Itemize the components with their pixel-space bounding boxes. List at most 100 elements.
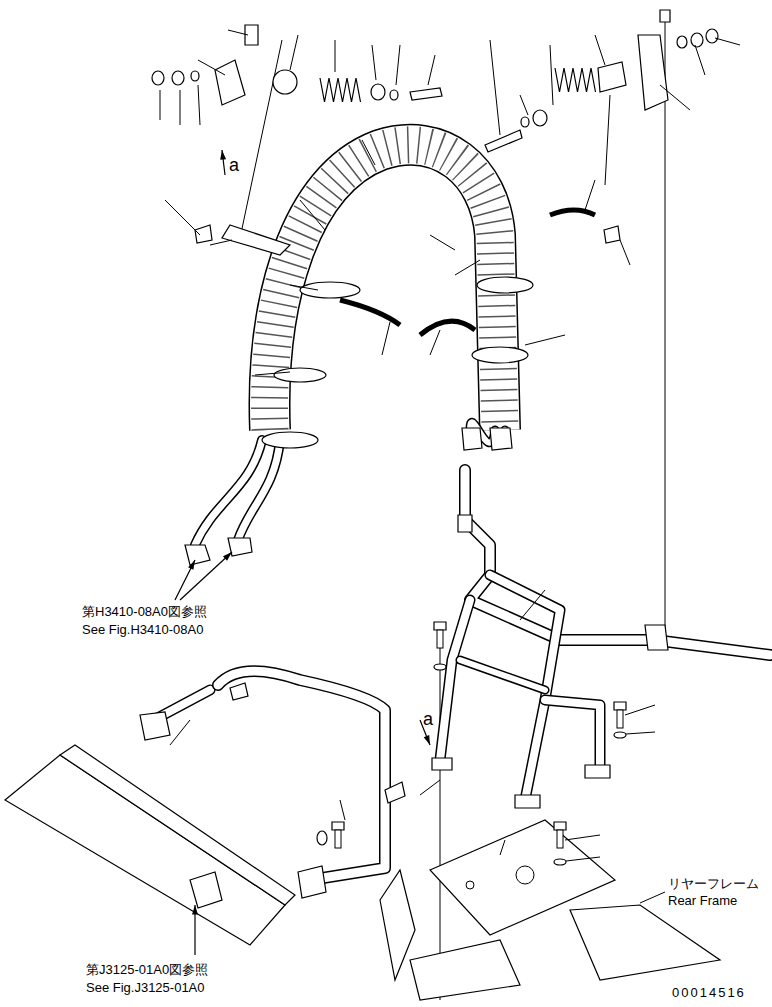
hose	[270, 145, 500, 430]
rear-frame	[570, 905, 720, 980]
arrow-head	[192, 905, 198, 915]
leader-line	[228, 30, 248, 35]
bolt	[410, 88, 442, 100]
leader-line	[255, 372, 290, 375]
leader-line	[695, 45, 705, 75]
clamp-strap	[340, 300, 400, 325]
nut	[152, 71, 164, 85]
top-bracket	[638, 35, 668, 110]
leader-line	[430, 235, 455, 250]
guard-bar	[218, 671, 385, 880]
leader-line	[428, 55, 435, 85]
hose-clamp	[262, 432, 318, 448]
bolt-head	[604, 226, 620, 243]
mount-foot	[515, 795, 540, 808]
leader-line	[585, 180, 595, 210]
part-name: Rear Frame	[668, 893, 737, 908]
hose-fitting	[185, 545, 210, 565]
hose-tail	[238, 440, 280, 540]
rear-frame	[410, 940, 520, 1000]
spring	[320, 78, 361, 102]
reference-note: See Fig.H3410-08A0	[82, 622, 203, 637]
reference-arrow	[175, 560, 195, 600]
hose	[270, 145, 500, 430]
hose-tail	[195, 440, 262, 545]
view-marker: a	[229, 158, 239, 173]
drawing-number: 00014516	[672, 985, 746, 1000]
bolt	[485, 130, 522, 152]
tube-clip	[458, 515, 472, 532]
leader-line	[660, 85, 690, 110]
center-line	[665, 22, 666, 630]
leader-line	[210, 240, 232, 245]
washer	[677, 36, 687, 48]
leader-line	[520, 590, 545, 620]
leader-line	[198, 85, 200, 125]
hose-fitting	[490, 428, 512, 450]
hose-tail	[195, 440, 262, 545]
bolt-head	[554, 822, 566, 830]
leader-line	[595, 35, 605, 65]
leader-line	[362, 140, 375, 165]
hose-wrap	[270, 145, 500, 430]
bolt-head	[195, 225, 212, 243]
leader-line	[500, 840, 505, 855]
bolt-head	[332, 822, 344, 830]
hose-clamp	[472, 347, 528, 363]
bolt-head	[660, 10, 670, 22]
washer	[390, 90, 398, 100]
mount-foot	[432, 758, 452, 770]
reference-note: 第J3125-01A0図参照	[86, 962, 208, 977]
arrow-head	[188, 560, 195, 570]
leader-line	[340, 800, 345, 820]
support-bracket	[60, 745, 295, 905]
frame-tube	[465, 470, 770, 655]
leader-line	[180, 90, 181, 125]
washer	[614, 732, 626, 738]
leader-line	[620, 240, 630, 265]
washer	[191, 71, 199, 81]
hose-clamp	[477, 277, 533, 293]
plate-hole	[466, 881, 474, 889]
washer	[371, 84, 385, 100]
hose-fitting	[228, 538, 252, 556]
hose-fitting	[462, 428, 482, 450]
arrow-head	[220, 150, 226, 160]
center-line	[440, 640, 441, 1000]
leader-line	[566, 857, 600, 861]
bolt-shank	[437, 630, 443, 648]
damper	[598, 62, 626, 92]
clamp-strap	[550, 210, 595, 215]
washer	[554, 859, 566, 865]
tube-clip	[645, 625, 668, 650]
damper	[273, 70, 297, 94]
leader-line	[290, 35, 298, 70]
frame-tube	[460, 660, 545, 690]
frame-tube	[460, 660, 545, 690]
leader-line	[165, 200, 200, 235]
reference-arrow	[180, 552, 232, 600]
arrow-head	[223, 552, 232, 561]
leader-line	[625, 705, 655, 715]
washer	[521, 117, 529, 127]
bar-flange	[298, 866, 326, 898]
leader-line	[640, 892, 665, 903]
leader-line	[525, 335, 565, 345]
washer	[172, 71, 184, 85]
leader-line	[520, 95, 528, 115]
frame-tube	[545, 700, 600, 770]
guard-bar	[218, 671, 385, 880]
bolt-shank	[617, 710, 623, 728]
leader-line	[565, 835, 600, 840]
leader-line	[420, 780, 440, 795]
leader-line	[626, 732, 655, 734]
mount-stay	[222, 225, 290, 255]
leader-line	[372, 45, 376, 80]
frame-tube	[465, 470, 770, 655]
center-line	[605, 95, 610, 185]
leader-line	[198, 60, 225, 75]
spring	[555, 68, 596, 92]
reference-note: See Fig.J3125-01A0	[86, 980, 205, 995]
leader-line	[550, 45, 553, 105]
